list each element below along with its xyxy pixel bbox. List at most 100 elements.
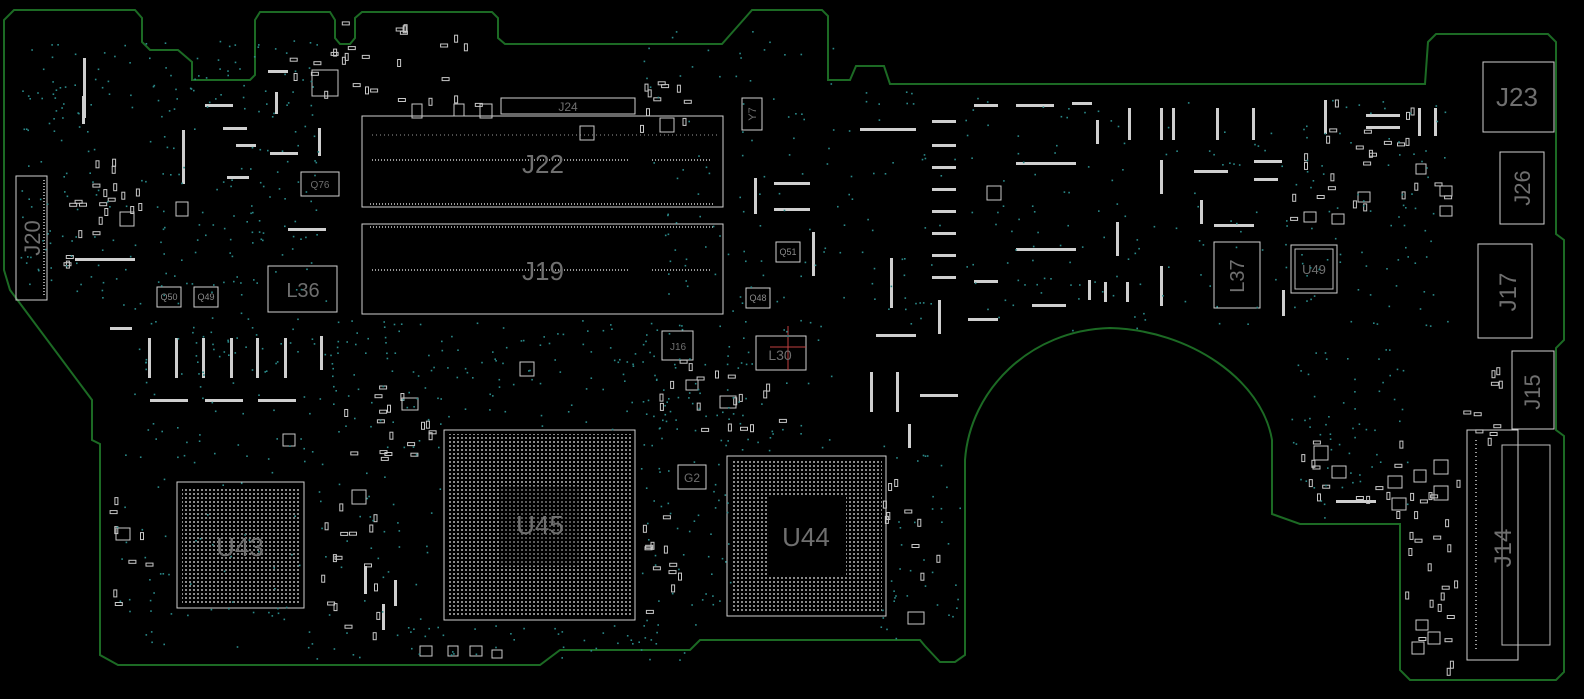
connector-j22[interactable]: J22 — [361, 115, 724, 208]
via — [1032, 245, 1035, 248]
inductor-l36[interactable]: L36 — [267, 265, 338, 313]
via — [160, 241, 162, 244]
capacitor — [114, 526, 119, 535]
capacitor — [1419, 499, 1428, 504]
capacitor — [350, 451, 359, 456]
chip-u43[interactable]: U43 — [176, 481, 305, 609]
via — [1361, 251, 1363, 254]
via — [1426, 167, 1428, 169]
via — [803, 118, 805, 121]
via — [613, 359, 616, 362]
via — [664, 413, 667, 416]
transistor-q49[interactable]: Q49 — [193, 286, 219, 308]
via — [824, 247, 827, 250]
via — [29, 283, 31, 286]
chip-u44[interactable]: U44 — [726, 455, 887, 617]
via — [843, 296, 845, 299]
via — [720, 439, 723, 442]
via — [261, 347, 264, 350]
via — [125, 541, 128, 544]
via — [787, 116, 790, 118]
transistor-q76[interactable]: Q76 — [300, 171, 340, 197]
via — [940, 507, 943, 510]
via — [273, 112, 275, 115]
via — [227, 339, 229, 342]
via — [911, 92, 913, 95]
via — [28, 165, 30, 167]
capacitor — [701, 427, 710, 432]
inductor-l37[interactable]: L37 — [1213, 241, 1261, 309]
via — [134, 244, 137, 247]
chip-u49[interactable]: U49 — [1290, 244, 1338, 294]
via — [333, 403, 335, 405]
resistor-bar-vertical — [202, 338, 205, 378]
resistor-bar — [150, 399, 188, 402]
resistor-bar — [205, 104, 233, 107]
via — [489, 409, 491, 411]
connector-j19-label: J19 — [522, 256, 564, 286]
via — [293, 40, 296, 42]
chip-u45[interactable]: U45 — [443, 429, 636, 621]
via — [156, 206, 159, 208]
via — [647, 399, 650, 402]
via — [1285, 243, 1287, 246]
transistor-q51[interactable]: Q51 — [775, 241, 801, 263]
via — [1329, 438, 1332, 440]
via — [987, 124, 989, 127]
via — [1338, 443, 1341, 446]
via — [163, 210, 165, 213]
via — [664, 234, 667, 237]
via — [718, 499, 720, 502]
via — [145, 43, 148, 45]
via — [28, 198, 30, 200]
connector-j20[interactable]: J20 — [15, 175, 48, 301]
via — [1354, 378, 1356, 381]
resistor-bar-vertical — [1088, 280, 1091, 300]
small-package — [579, 125, 595, 141]
capacitor — [440, 43, 449, 48]
crystal-y7[interactable]: Y7 — [741, 97, 763, 131]
via — [297, 181, 300, 183]
via — [659, 471, 661, 473]
connector-j14[interactable]: J14 — [1466, 429, 1551, 661]
inductor-l30[interactable]: L30 — [755, 326, 807, 371]
via — [1072, 329, 1074, 332]
resistor-bar-vertical — [382, 604, 385, 630]
via — [229, 252, 231, 254]
resistor-bar — [268, 70, 288, 73]
via — [400, 323, 403, 325]
connector-j16[interactable]: J16 — [661, 330, 694, 361]
via — [155, 438, 157, 440]
component-g2[interactable]: G2 — [677, 464, 707, 490]
transistor-q48[interactable]: Q48 — [745, 287, 771, 309]
connector-j15[interactable]: J15 — [1511, 350, 1555, 430]
connector-j17[interactable]: J17 — [1477, 243, 1533, 339]
via — [707, 49, 710, 52]
connector-j24[interactable]: J24 — [500, 97, 636, 115]
capacitor — [1498, 380, 1503, 389]
via — [562, 646, 565, 649]
via — [1213, 153, 1215, 156]
via — [311, 114, 314, 116]
via — [366, 497, 369, 500]
via — [653, 355, 655, 358]
via — [190, 583, 192, 585]
connector-j26[interactable]: J26 — [1499, 151, 1545, 225]
connector-j19[interactable]: J19 — [361, 223, 724, 315]
via — [986, 101, 989, 103]
via — [1286, 225, 1288, 227]
capacitor — [679, 359, 688, 364]
via — [286, 160, 289, 163]
via — [820, 325, 822, 328]
transistor-q50[interactable]: Q50 — [156, 286, 182, 308]
via — [285, 52, 288, 54]
via — [300, 238, 302, 240]
connector-j23[interactable]: J23 — [1482, 61, 1555, 133]
via — [153, 393, 156, 396]
via — [640, 649, 643, 651]
via — [747, 351, 750, 354]
capacitor — [653, 97, 662, 102]
via — [426, 551, 429, 554]
via — [356, 332, 358, 334]
